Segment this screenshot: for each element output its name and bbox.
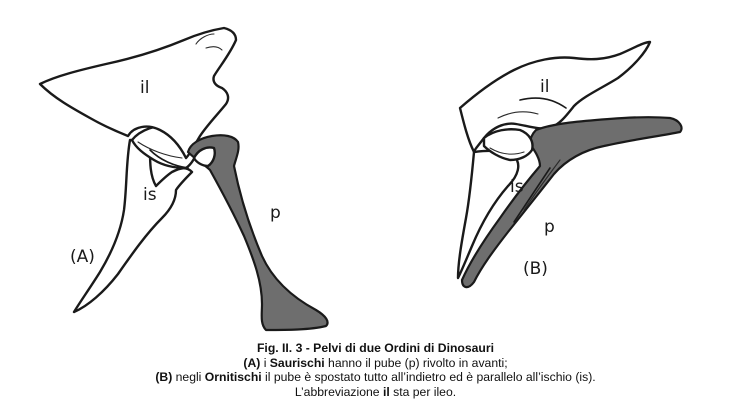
caption-line-b: (B) negli Ornitischi il pube è spostato … <box>0 370 751 385</box>
pubis-b <box>460 116 683 289</box>
label-il-b: il <box>540 77 549 97</box>
caption-term-il: il <box>382 384 390 399</box>
caption-key-a: (A) <box>243 355 261 370</box>
label-p-b: p <box>544 217 555 237</box>
pubis-a <box>186 134 329 332</box>
panel-label-a: (A) <box>70 247 95 267</box>
label-is-a: is <box>143 185 157 205</box>
caption-line-a-text-2: hanno il pube (p) rivolto in avanti; <box>324 355 508 370</box>
caption-term-saurischi: Saurischi <box>269 355 325 370</box>
caption-key-b: (B) <box>155 370 173 385</box>
ilium-a <box>38 26 238 160</box>
caption-line-abbrev: L’abbreviazione il sta per ileo. <box>0 385 751 400</box>
ischium-a <box>72 138 194 314</box>
pelvis-figure: il is p (A) il is p (B) <box>38 26 683 332</box>
caption-line-a-text-1: i <box>260 355 270 370</box>
caption-term-ornitischi: Ornitischi <box>204 370 262 385</box>
label-is-b: is <box>510 177 524 197</box>
label-il-a: il <box>140 78 149 98</box>
panel-label-b: (B) <box>523 259 548 279</box>
ornithischian-pelvis-b: il is p (B) <box>456 40 683 289</box>
caption-line-a: (A) i Saurischi hanno il pube (p) rivolt… <box>0 356 751 371</box>
caption-line-b-text-1: negli <box>172 370 205 385</box>
figure-caption: Fig. II. 3 - Pelvi di due Ordini di Dino… <box>0 341 751 399</box>
caption-abbrev-text-2: sta per ileo. <box>389 384 457 399</box>
saurischian-pelvis-a: il is p (A) <box>38 26 329 332</box>
label-p-a: p <box>270 203 281 223</box>
caption-abbrev-text-1: L’abbreviazione <box>294 384 383 399</box>
caption-title: Fig. II. 3 - Pelvi di due Ordini di Dino… <box>256 341 494 355</box>
caption-line-b-text-2: il pube è spostato tutto all’indietro ed… <box>261 370 596 385</box>
acetabulum-b <box>482 128 534 162</box>
